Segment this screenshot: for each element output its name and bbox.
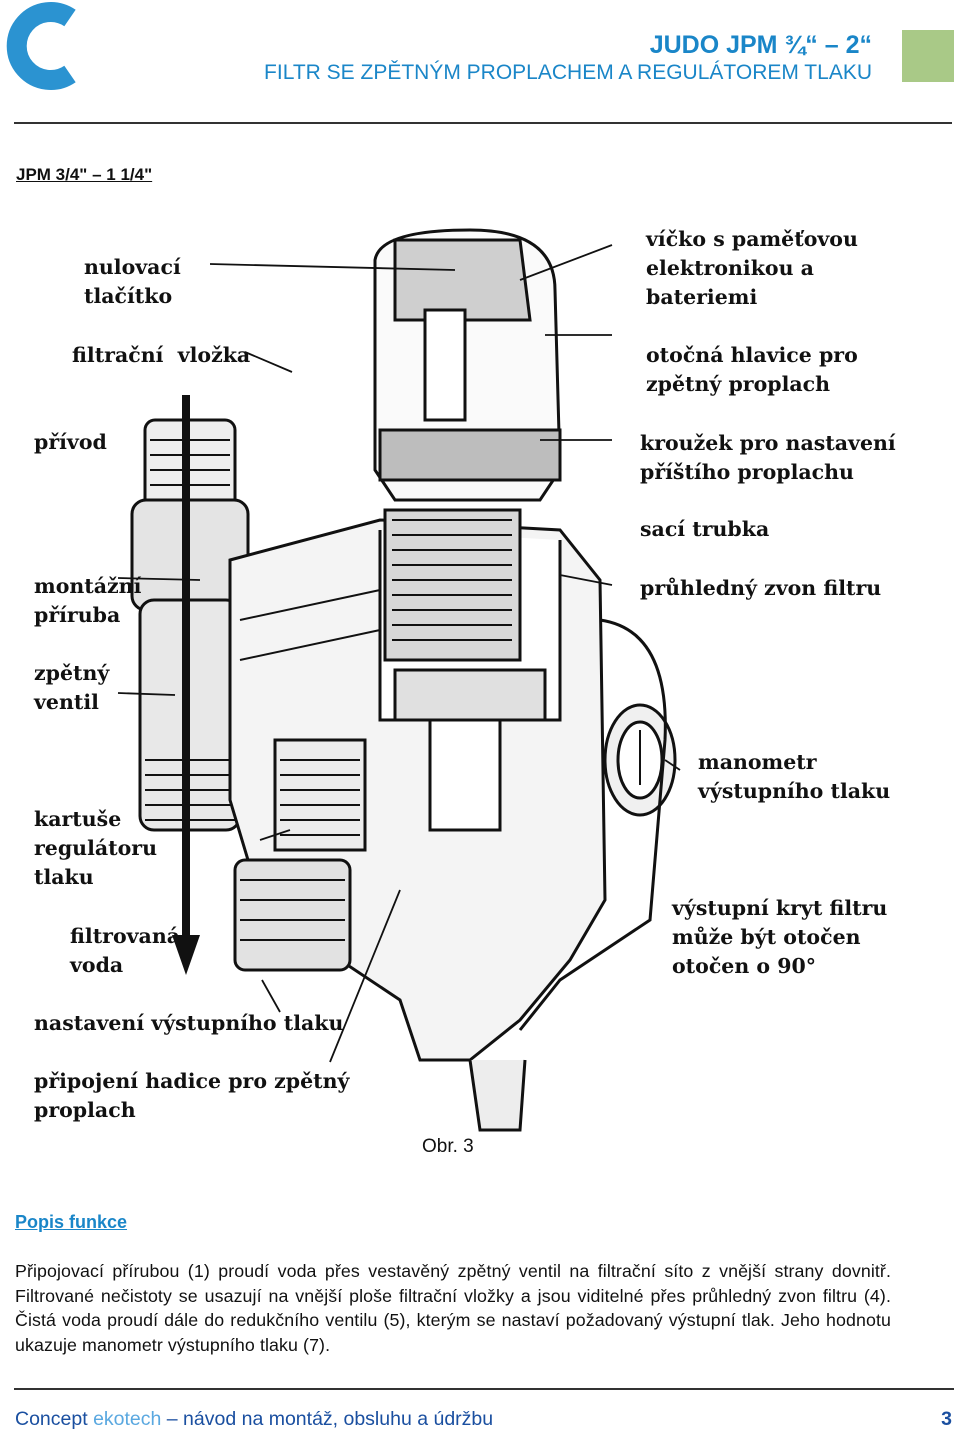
label-regulator-cartridge: kartuše regulátoru tlaku (34, 807, 157, 889)
label-backwash-hose: připojení hadice pro zpětný proplach (34, 1069, 350, 1122)
footer-divider (14, 1388, 954, 1390)
section-body: Připojovací přírubou (1) proudí voda pře… (15, 1261, 891, 1355)
label-check-valve: zpětný ventil (34, 661, 110, 714)
footer-concept: Concept (15, 1408, 88, 1430)
label-transparent-bowl: průhledný zvon filtru (640, 576, 882, 600)
label-outlet-pressure-setting: nastavení výstupního tlaku (34, 1011, 344, 1035)
label-mounting-flange: montážní příruba (34, 574, 142, 627)
flow-arrow (172, 395, 200, 975)
label-reset-button: nulovací tlačítko (84, 255, 181, 308)
footer-subtitle: – návod na montáž, obsluhu a údržbu (166, 1408, 494, 1430)
label-filter-insert: filtrační vložka (72, 343, 251, 367)
label-pressure-gauge: manometr výstupního tlaku (698, 750, 891, 803)
figure-caption: Obr. 3 (422, 1136, 474, 1157)
section-title: Popis funkce (15, 1212, 128, 1232)
product-subtitle: FILTR SE ZPĚTNÝM PROPLACHEM A REGULÁTORE… (264, 61, 872, 84)
footer-text: Concept ekotech – návod na montáž, obslu… (15, 1408, 493, 1431)
footer-brand: ekotech (93, 1408, 162, 1430)
filter-bowl (373, 228, 562, 832)
document-title: JUDO JPM ¾“ – 2“ FILTR SE ZPĚTNÝM PROPLA… (264, 30, 872, 86)
filter-cutaway-diagram (117, 228, 681, 1132)
label-next-backwash-ring: kroužek pro nastavení příštího proplachu (640, 431, 896, 484)
company-logo (6, 2, 76, 90)
page-number: 3 (941, 1408, 952, 1430)
product-name: JUDO JPM ¾“ – 2“ (649, 31, 872, 59)
label-outlet-cover: výstupní kryt filtru může být otočen oto… (672, 896, 888, 978)
label-filtered-water: filtrovaná voda (70, 924, 181, 977)
model-heading: JPM 3/4" – 1 1/4" (16, 165, 153, 184)
pressure-regulator (233, 738, 367, 972)
header-divider (14, 122, 952, 124)
label-cap-electronics: víčko s paměťovou elektronikou a baterie… (646, 227, 858, 309)
label-suction-tube: sací trubka (640, 517, 770, 541)
accent-square (902, 30, 954, 82)
label-inlet: přívod (34, 430, 107, 454)
leader-lines (117, 244, 681, 1063)
label-backwash-head: otočná hlavice pro zpětný proplach (646, 343, 858, 396)
